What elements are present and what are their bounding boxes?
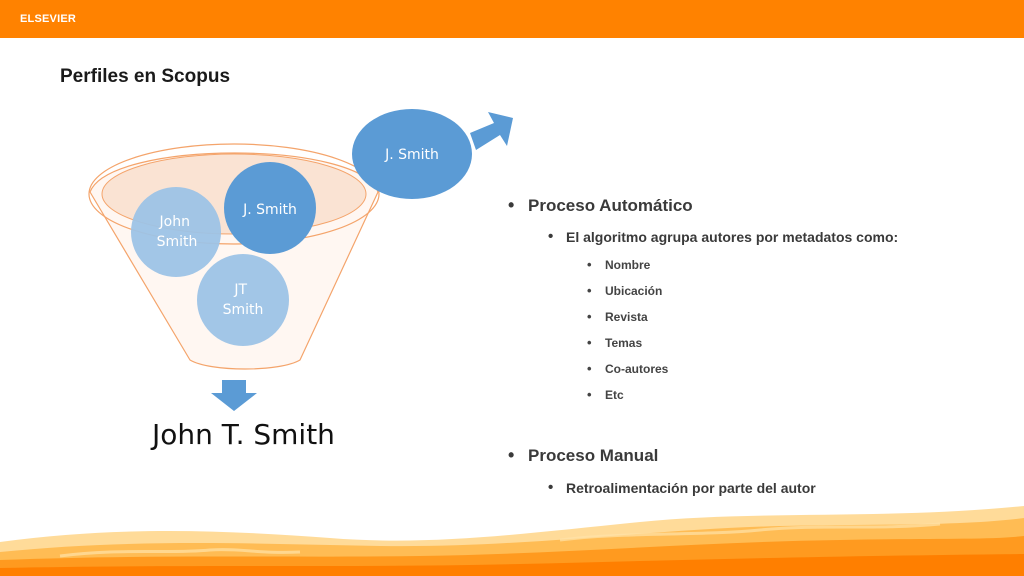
circle-jt-smith — [197, 254, 289, 346]
circle-label-j-smith-outside: J. Smith — [384, 147, 439, 163]
circle-label-john-smith: John Smith — [157, 214, 198, 250]
funnel-rim-outer — [88, 143, 380, 245]
bottom-flame-decoration — [0, 506, 1024, 576]
bullet-level3: •Temas — [587, 335, 643, 350]
bullet-level3: •Ubicación — [587, 283, 663, 298]
bullet-level3: •Revista — [587, 309, 648, 324]
circle-john-smith — [131, 187, 221, 277]
circle-label-jt-smith: JT Smith — [223, 282, 264, 318]
arrow-down-icon — [211, 380, 257, 411]
bullet-level1: •Proceso Manual — [508, 445, 659, 465]
brand-logo-text: ELSEVIER — [20, 13, 77, 25]
circle-j-smith-outside — [352, 109, 472, 199]
bullet-level3: •Co-autores — [587, 361, 669, 376]
result-name: John T. Smith — [152, 418, 335, 451]
slide-title: Perfiles en Scopus — [60, 66, 231, 87]
bullet-level2: •El algoritmo agrupa autores por metadat… — [548, 228, 899, 245]
bullet-level2: •Retroalimentación por parte del autor — [548, 479, 816, 496]
circle-j-smith-inner — [224, 162, 316, 254]
arrow-up-right-icon — [470, 112, 513, 150]
bullet-level3: •Nombre — [587, 257, 651, 272]
top-header-bar: ELSEVIER — [0, 0, 1024, 38]
bullet-level1: •Proceso Automático — [508, 195, 693, 215]
bullet-level3: •Etc — [587, 387, 624, 402]
circle-label-j-smith-inner: J. Smith — [242, 202, 297, 218]
